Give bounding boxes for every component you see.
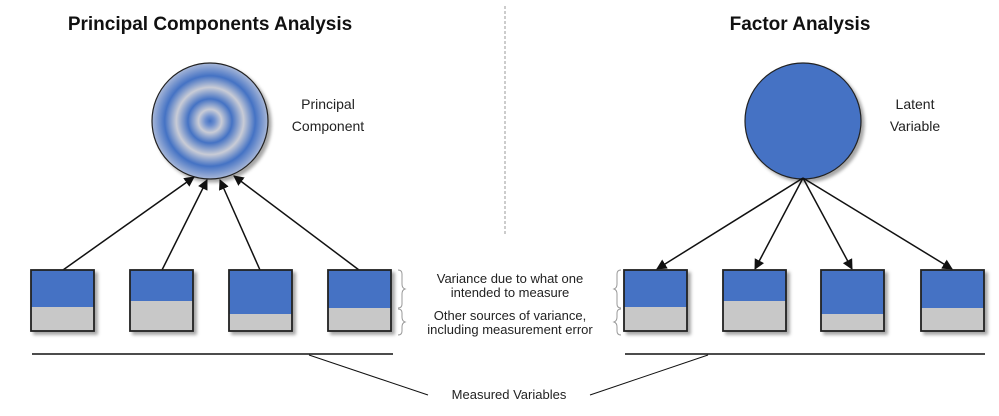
leader-line-left [308,354,429,396]
pca-measured-variables [30,269,392,332]
pca-arrow-2 [161,179,208,271]
legend-other-line1: Other sources of variance, [434,308,586,323]
intended-variance-segment [328,270,391,308]
intended-variance-segment [723,270,786,301]
fa-arrows [656,177,953,270]
measured-variables-label: Measured Variables [452,387,567,402]
variable-box-border [623,269,688,332]
pca-measured-variable-4 [327,269,392,332]
variable-box-border [30,269,95,332]
latent-variable-node [744,62,862,180]
fa-arrow-2 [754,177,804,270]
principal-component-label-line1: Principal [301,96,355,112]
legend-other-line2: including measurement error [427,322,593,337]
pca-arrows [62,175,360,271]
pca-arrow-4 [233,175,360,271]
latent-variable-label-line1: Latent [896,96,935,112]
fa-arrow-3 [802,177,853,270]
pca-arrow-3 [219,179,261,271]
fa-title: Factor Analysis [730,14,871,35]
variable-box-border [920,269,985,332]
variable-box-border [722,269,787,332]
right-brace-intended [612,269,622,309]
intended-variance-segment [821,270,884,314]
legend-intended-line1: Variance due to what one [437,271,583,286]
fa-arrow-4 [802,177,953,270]
latent-variable-label-line2: Variable [890,118,941,134]
fa-measured-variable-4 [920,269,985,332]
fa-measured-variable-1 [623,269,688,332]
variable-box-border [228,269,293,332]
variable-box-border [820,269,885,332]
intended-variance-segment [31,270,94,307]
pca-measured-variable-2 [129,269,194,332]
intended-variance-segment [130,270,193,301]
variable-box-border [129,269,194,332]
leader-line-right [589,354,709,396]
pca-measured-variable-3 [228,269,293,332]
left-brace-intended [397,269,407,309]
pca-arrow-1 [62,176,195,271]
fa-measured-variable-3 [820,269,885,332]
fa-measured-variable-2 [722,269,787,332]
right-brace-other [612,308,622,336]
variable-box-border [327,269,392,332]
intended-variance-segment [229,270,292,314]
fa-measured-variables [623,269,985,332]
fa-arrow-1 [656,177,804,270]
legend-intended-line2: intended to measure [451,285,570,300]
principal-component-node [151,62,269,180]
principal-component-label-line2: Component [292,118,364,134]
pca-title: Principal Components Analysis [68,14,352,35]
pca-measured-variable-1 [30,269,95,332]
intended-variance-segment [624,270,687,307]
left-brace-other [397,308,407,336]
intended-variance-segment [921,270,984,308]
